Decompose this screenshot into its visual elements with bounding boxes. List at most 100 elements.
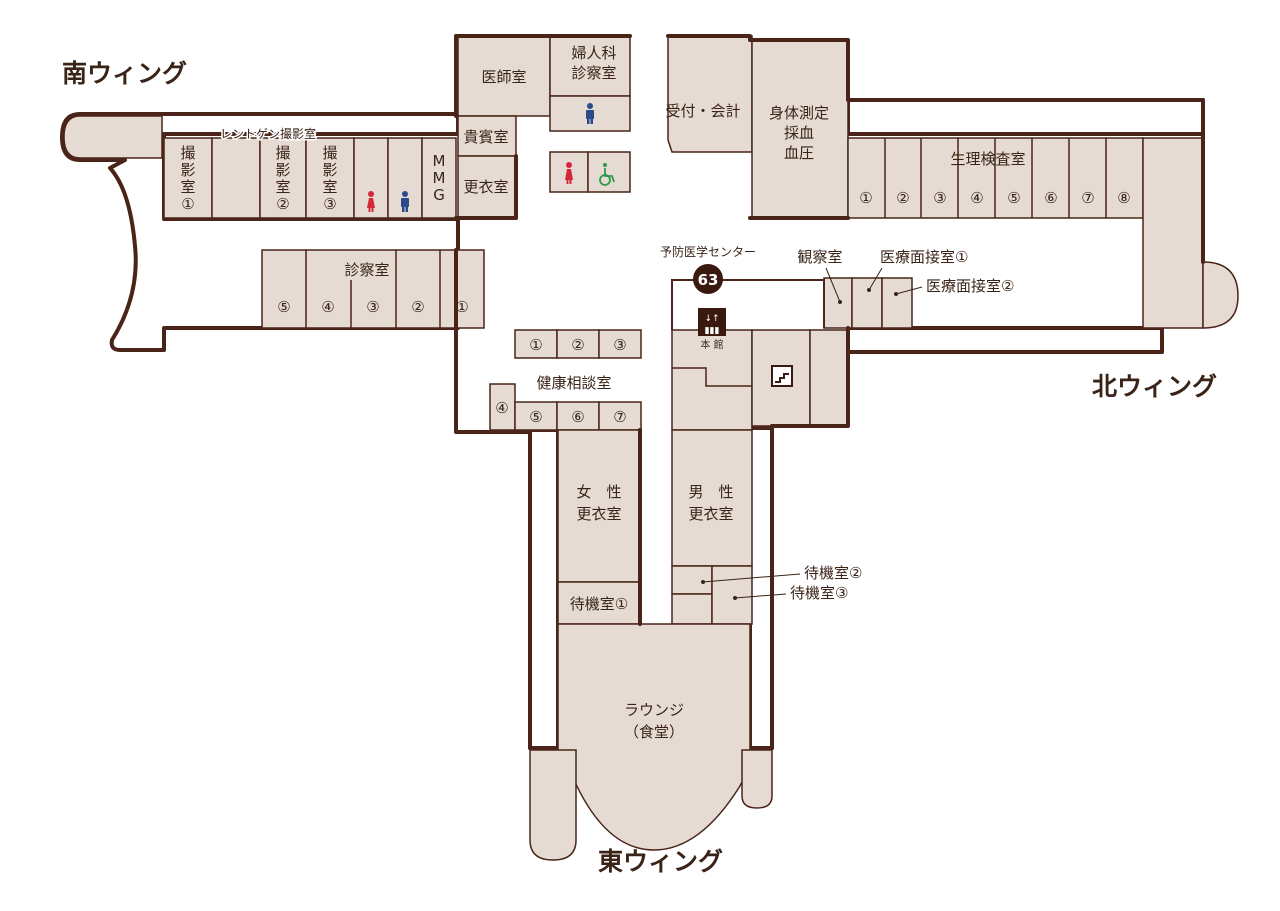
gynecology-label-2: 診察室 [571,64,616,82]
east-wing-label: 東ウィング [598,847,723,876]
svg-text:室: 室 [275,178,290,196]
north-wing-end-block [1142,137,1204,329]
female-changing-label-1: 女 性 [576,483,621,501]
exam-room-label: 診察室 [344,261,389,279]
svg-text:⑦: ⑦ [1081,189,1094,207]
changing-room-label: 更衣室 [463,178,508,196]
female-changing [557,429,641,583]
lounge-label-1: ラウンジ [624,701,684,719]
waiting-3-label: 待機室③ [790,584,848,602]
svg-text:⑥: ⑥ [1044,189,1057,207]
rooms [63,35,1239,861]
waiting-2-label: 待機室② [804,564,862,582]
waiting-2b [671,593,713,625]
north-wing-label: 北ウィング [1092,372,1217,401]
elevator-caption: 本 館 [700,338,723,351]
svg-text:①: ① [529,336,542,354]
reception-label: 受付・会計 [665,102,740,120]
consult-top-numbers: ① ② ③ [529,336,626,354]
xray-3 [305,137,355,219]
north-wing-end [1202,261,1239,329]
svg-text:④: ④ [970,189,983,207]
wheelchair-icon [599,163,615,186]
south-wing-label: 南ウィング [62,59,187,88]
male-toilet-icon [401,191,409,212]
center-name-label: 予防医学センター [660,244,756,259]
interview-2-label: 医療面接室② [926,277,1014,295]
svg-text:影: 影 [275,161,290,179]
svg-text:②: ② [276,195,289,213]
north-wing-corridor-lower [846,326,1164,354]
consult-bottom-numbers: ④ ⑤ ⑥ ⑦ [495,399,626,426]
blood-draw-label: 採血 [784,124,814,142]
waiting-3 [711,565,753,625]
doctor-room-label: 医師室 [481,68,526,86]
consult-room-label: 健康相談室 [536,374,611,392]
elevator-icon: ↓↑ ▮▮▮ [698,308,726,336]
east-wing-corridor-right [748,426,774,750]
xray-2-label: 撮 影 室 ② [275,144,290,213]
interview-1 [851,277,883,329]
svg-text:撮: 撮 [322,144,337,162]
center-marker: 63 [671,264,825,330]
xray-1 [163,137,213,219]
svg-text:②: ② [411,298,424,316]
svg-text:⑥: ⑥ [571,408,584,426]
svg-text:⑤: ⑤ [529,408,542,426]
mmg-label: M M G [433,152,446,204]
lounge-label-2: （食堂） [624,723,684,741]
mmg-room [421,137,457,219]
svg-text:⑤: ⑤ [277,298,290,316]
male-changing-label-2: 更衣室 [688,505,733,523]
exam-room [261,249,485,329]
svg-text:撮: 撮 [180,144,195,162]
xray-blank [211,137,261,219]
svg-text:撮: 撮 [275,144,290,162]
svg-text:室: 室 [322,178,337,196]
consult-2 [556,329,600,359]
consult-1 [514,329,558,359]
svg-text:M: M [433,169,446,187]
body-measure-label: 身体測定 [769,104,829,122]
gynecology-room [549,35,631,97]
xray-3-label: 撮 影 室 ③ [322,144,337,213]
body-measure [751,39,849,219]
reception [667,35,753,153]
gynecology-label-1: 婦人科 [571,44,616,62]
north-wing-corridor [846,98,1205,136]
svg-text:⑧: ⑧ [1117,189,1130,207]
svg-text:②: ② [896,189,909,207]
svg-text:M: M [433,152,446,170]
south-wing-end [63,115,163,159]
svg-text:↓↑: ↓↑ [704,314,719,324]
svg-text:③: ③ [366,298,379,316]
svg-text:③: ③ [323,195,336,213]
observation-label: 観察室 [797,248,842,266]
svg-text:③: ③ [933,189,946,207]
consult-5 [514,401,558,431]
consult-6 [556,401,600,431]
svg-text:室: 室 [180,178,195,196]
svg-text:⑦: ⑦ [613,408,626,426]
east-wing-end-left [529,749,577,861]
interview-2 [881,277,913,329]
east-wing-corridor [528,428,560,750]
xray-2 [259,137,307,219]
female-toilet-icon [565,162,573,184]
female-toilet-icon [367,191,375,212]
male-toilet-icon [586,103,594,124]
svg-text:②: ② [571,336,584,354]
svg-text:G: G [433,186,445,204]
svg-text:63: 63 [698,271,719,289]
svg-text:影: 影 [322,161,337,179]
exam-numbers: ⑤ ④ ③ ② ① [277,250,469,328]
waiting-1-label: 待機室① [570,595,628,613]
svg-text:①: ① [181,195,194,213]
svg-text:④: ④ [495,399,508,417]
physiology-numbers: ① ② ③ ④ ⑤ ⑥ ⑦ ⑧ [859,138,1131,218]
consult-3 [598,329,642,359]
stairs-icon [771,365,793,387]
svg-text:▮▮▮: ▮▮▮ [705,326,720,336]
svg-text:①: ① [455,298,468,316]
vip-room-label: 貴賓室 [463,128,508,146]
